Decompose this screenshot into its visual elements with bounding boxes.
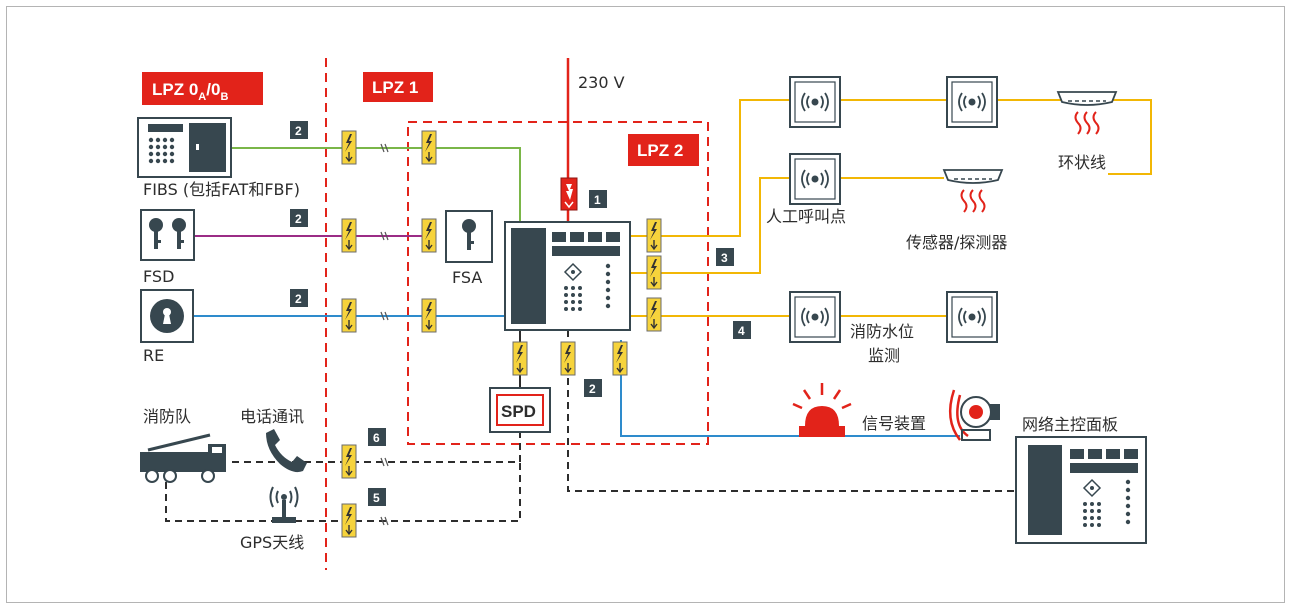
spd-box: SPD bbox=[489, 387, 551, 433]
fire-brigade-label: 消防队 bbox=[143, 407, 191, 426]
svg-text:1: 1 bbox=[594, 193, 601, 207]
svg-text:SPD: SPD bbox=[501, 402, 536, 421]
loop-line-upper bbox=[630, 99, 1152, 237]
ring-line-label: 环状线 bbox=[1058, 153, 1106, 172]
network-panel-label: 网络主控面板 bbox=[1022, 415, 1118, 434]
svg-text:LPZ 1: LPZ 1 bbox=[372, 78, 418, 97]
re-label: RE bbox=[143, 346, 164, 365]
diagram-frame bbox=[6, 6, 1285, 603]
arrester-icon bbox=[341, 298, 357, 333]
manual-call-point-icon bbox=[789, 153, 841, 205]
svg-text:5: 5 bbox=[373, 491, 380, 505]
lpz2-badge: LPZ 2 bbox=[628, 134, 699, 166]
sounder-icon bbox=[789, 291, 841, 343]
re-device bbox=[140, 289, 194, 343]
line-number-2: 2 bbox=[290, 289, 308, 307]
fibs-line bbox=[231, 147, 521, 226]
svg-text:LPZ 2: LPZ 2 bbox=[637, 141, 683, 160]
phone-icon bbox=[266, 429, 307, 473]
line-number-2: 2 bbox=[290, 209, 308, 227]
fsd-label: FSD bbox=[143, 267, 174, 286]
voltage-label: 230 V bbox=[578, 73, 625, 92]
sounder-icon bbox=[946, 76, 998, 128]
smoke-detector-icon bbox=[943, 169, 1003, 213]
svg-text:2: 2 bbox=[295, 212, 302, 226]
svg-text:4: 4 bbox=[738, 324, 745, 338]
arrester-icon bbox=[612, 341, 628, 376]
arrester-icon bbox=[341, 503, 357, 538]
arrester-icon bbox=[512, 341, 528, 376]
water-level-label: 消防水位 bbox=[850, 322, 914, 341]
water-level-label-line2: 监测 bbox=[868, 346, 900, 365]
signal-label: 信号装置 bbox=[862, 414, 926, 433]
svg-text:2: 2 bbox=[295, 124, 302, 138]
lpz0-badge: LPZ 0A/0B bbox=[142, 72, 263, 105]
fire-truck-icon bbox=[140, 433, 226, 483]
svg-text:3: 3 bbox=[721, 251, 728, 265]
svg-text:6: 6 bbox=[373, 431, 380, 445]
fsd-device bbox=[140, 209, 195, 261]
fsa-label: FSA bbox=[452, 268, 482, 287]
smoke-detector-icon bbox=[1057, 91, 1117, 135]
svg-text:2: 2 bbox=[589, 382, 596, 396]
line-number-2: 2 bbox=[584, 379, 602, 397]
line-number-1: 1 bbox=[589, 190, 607, 208]
arrester-icon bbox=[421, 130, 437, 165]
sensor-label: 传感器/探测器 bbox=[906, 233, 1007, 252]
bell-icon bbox=[948, 389, 1000, 441]
gps-label: GPS天线 bbox=[240, 533, 304, 552]
antenna-icon bbox=[269, 486, 299, 523]
sounder-icon bbox=[946, 291, 998, 343]
line-number-6: 6 bbox=[368, 428, 386, 446]
fsa-device bbox=[445, 210, 493, 263]
key-icon bbox=[149, 218, 186, 249]
arrester-icon bbox=[421, 298, 437, 333]
lpz2-boundary bbox=[407, 121, 709, 445]
arrester-icon bbox=[341, 130, 357, 165]
arrester-icon bbox=[646, 255, 662, 290]
arrester-icon bbox=[341, 218, 357, 253]
telephone-label: 电话通讯 bbox=[240, 407, 304, 426]
key-icon bbox=[462, 219, 476, 250]
arrester-icon bbox=[341, 444, 357, 479]
line-number-2: 2 bbox=[290, 121, 308, 139]
fibs-device bbox=[137, 117, 232, 178]
svg-text:2: 2 bbox=[295, 292, 302, 306]
manual-call-point-label: 人工呼叫点 bbox=[766, 207, 846, 226]
fire-control-panel bbox=[504, 221, 631, 331]
lpz1-badge: LPZ 1 bbox=[363, 72, 433, 102]
beacon-icon bbox=[792, 383, 852, 437]
arrester-icon bbox=[646, 297, 662, 332]
power-arrester bbox=[560, 177, 578, 211]
cable-symbols bbox=[380, 143, 389, 526]
svg-text:LPZ 0A/0B: LPZ 0A/0B bbox=[152, 80, 228, 103]
loop-line-lower bbox=[630, 177, 944, 274]
arrester-icon bbox=[646, 218, 662, 253]
sounder-icon bbox=[789, 76, 841, 128]
arrester-icon bbox=[560, 341, 576, 376]
line-number-4: 4 bbox=[733, 321, 751, 339]
arrester-icon bbox=[421, 218, 437, 253]
line-number-3: 3 bbox=[716, 248, 734, 266]
network-line bbox=[567, 330, 1016, 492]
fibs-label: FIBS (包括FAT和FBF) bbox=[143, 180, 300, 199]
line-number-5: 5 bbox=[368, 488, 386, 506]
network-control-panel bbox=[1015, 436, 1147, 544]
